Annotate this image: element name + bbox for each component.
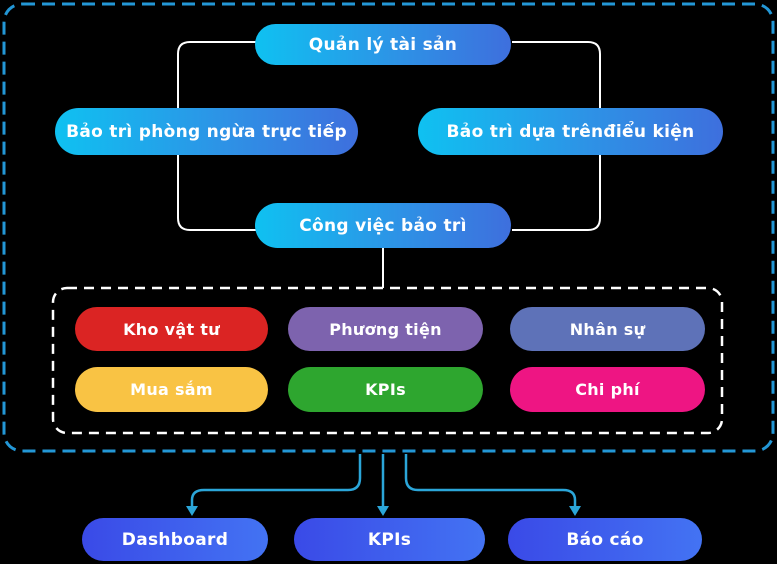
connector-to-dashboard — [190, 454, 362, 507]
module-phuong-tien: Phương tiện — [288, 307, 483, 351]
module-kho-vat-tu: Kho vật tư — [75, 307, 268, 351]
arrowhead-kpis — [377, 506, 389, 516]
arrowhead-baocao — [569, 506, 581, 516]
node-condition-maintenance: Bảo trì dựa trênđiểu kiện — [418, 108, 723, 155]
module-chi-phi: Chi phí — [510, 367, 705, 412]
node-maintenance-work: Công việc bảo trì — [255, 203, 511, 248]
connector-to-baocao — [404, 454, 577, 507]
modules-dashed-box — [51, 286, 724, 435]
node-preventive-maintenance: Bảo trì phòng ngừa trực tiếp — [55, 108, 358, 155]
arrowhead-dashboard — [186, 506, 198, 516]
module-kpis: KPIs — [288, 367, 483, 412]
output-dashboard: Dashboard — [82, 518, 268, 561]
outer-dashed-border — [2, 2, 775, 453]
module-mua-sam: Mua sắm — [75, 367, 268, 412]
node-asset-management: Quản lý tài sản — [255, 24, 511, 65]
module-nhan-su: Nhân sự — [510, 307, 705, 351]
output-bao-cao: Báo cáo — [508, 518, 702, 561]
output-kpis: KPIs — [294, 518, 485, 561]
